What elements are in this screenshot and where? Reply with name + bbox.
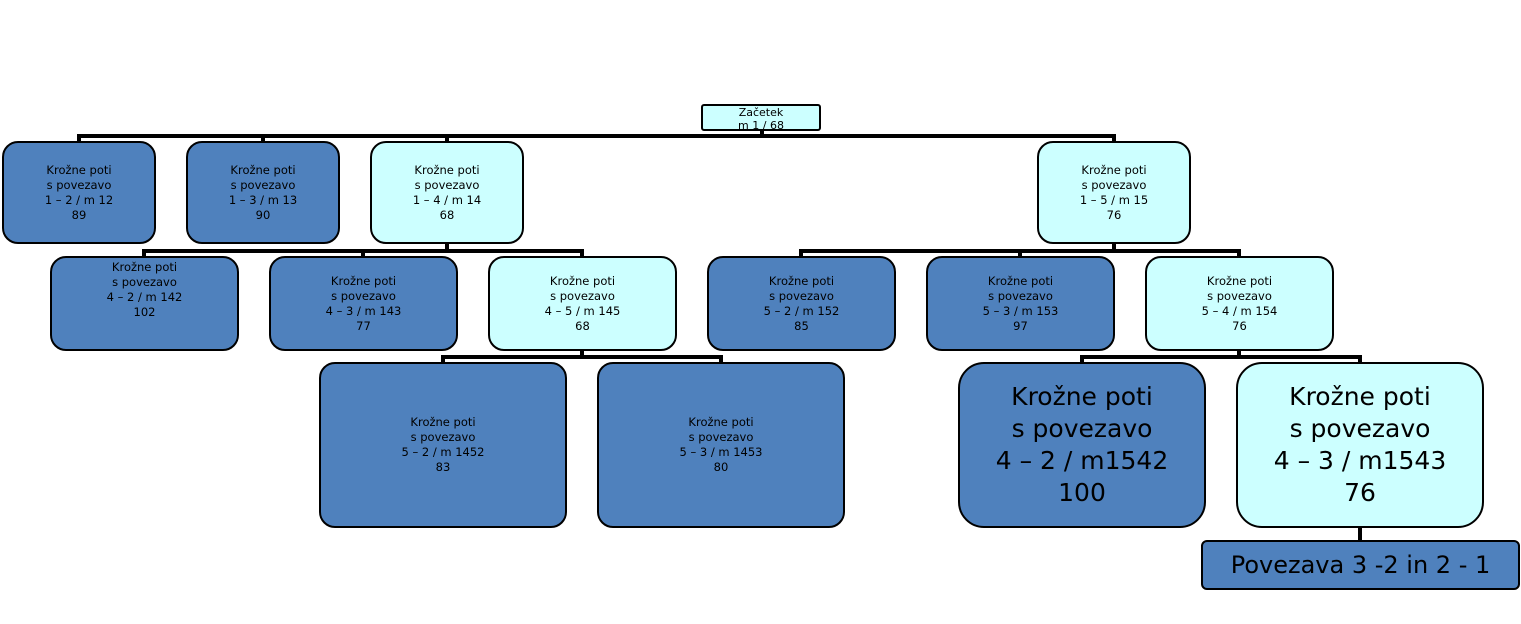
node-line: s povezavo bbox=[769, 288, 834, 303]
node-4-2: Krožne poti s povezavo 4 – 2 / m 142 102 bbox=[50, 256, 239, 351]
node-4-3: Krožne poti s povezavo 4 – 3 / m 143 77 bbox=[269, 256, 458, 351]
node-line: s povezavo bbox=[331, 288, 396, 303]
node-line: s povezavo bbox=[1011, 414, 1153, 443]
node-line: 1 – 5 / m 15 bbox=[1079, 192, 1149, 207]
note-povezava: Povezava 3 -2 in 2 - 1 bbox=[1201, 540, 1520, 590]
node-line: 102 bbox=[133, 305, 156, 319]
node-1542: Krožne poti s povezavo 4 – 2 / m1542 100 bbox=[958, 362, 1206, 528]
node-line: 1 – 3 / m 13 bbox=[228, 192, 298, 207]
node-line: 85 bbox=[794, 318, 809, 333]
node-line: Krožne poti bbox=[1206, 273, 1273, 288]
node-line: Krožne poti bbox=[1289, 382, 1431, 411]
node-line: s povezavo bbox=[1207, 288, 1272, 303]
node-line: s povezavo bbox=[410, 430, 476, 444]
node-root: Začetek m 1 / 68 bbox=[701, 104, 821, 131]
node-line: 5 – 2 / m 152 bbox=[763, 303, 840, 318]
node-line: 4 – 3 / m 143 bbox=[325, 303, 402, 318]
node-line: Krožne poti bbox=[1081, 162, 1147, 177]
node-line: 4 – 2 / m 142 bbox=[106, 290, 183, 304]
node-line: 68 bbox=[575, 318, 590, 333]
node-line: 5 – 2 / m 1452 bbox=[401, 445, 485, 459]
node-line: m 1 / 68 bbox=[738, 119, 784, 131]
node-4-5: Krožne poti s povezavo 4 – 5 / m 145 68 bbox=[488, 256, 677, 351]
node-line: 1 – 4 / m 14 bbox=[412, 192, 482, 207]
node-line: 4 – 5 / m 145 bbox=[544, 303, 621, 318]
node-line: s povezavo bbox=[1081, 177, 1147, 192]
node-line: s povezavo bbox=[230, 177, 296, 192]
node-line: 76 bbox=[1106, 207, 1122, 222]
node-line: 89 bbox=[71, 207, 87, 222]
node-line: 5 – 4 / m 154 bbox=[1201, 303, 1278, 318]
node-line: 1 – 2 / m 12 bbox=[44, 192, 114, 207]
node-line: s povezavo bbox=[550, 288, 615, 303]
node-line: 76 bbox=[1344, 478, 1376, 507]
node-5-4: Krožne poti s povezavo 5 – 4 / m 154 76 bbox=[1145, 256, 1334, 351]
node-line: Krožne poti bbox=[330, 273, 397, 288]
node-line: 68 bbox=[439, 207, 455, 222]
note-text: Povezava 3 -2 in 2 - 1 bbox=[1230, 551, 1491, 579]
node-line: s povezavo bbox=[112, 275, 177, 289]
node-5-2: Krožne poti s povezavo 5 – 2 / m 152 85 bbox=[707, 256, 896, 351]
node-line: Krožne poti bbox=[688, 415, 754, 429]
node-1452: Krožne poti s povezavo 5 – 2 / m 1452 83 bbox=[319, 362, 567, 528]
node-line: s povezavo bbox=[1289, 414, 1431, 443]
node-line: Začetek bbox=[738, 106, 784, 119]
node-line: 76 bbox=[1232, 318, 1247, 333]
node-line: 90 bbox=[255, 207, 271, 222]
node-line: Krožne poti bbox=[111, 260, 178, 274]
node-line: 100 bbox=[1058, 478, 1106, 507]
node-1-3: Krožne poti s povezavo 1 – 3 / m 13 90 bbox=[186, 141, 340, 244]
node-line: Krožne poti bbox=[230, 162, 296, 177]
node-line: Krožne poti bbox=[1011, 382, 1153, 411]
node-line: Krožne poti bbox=[414, 162, 480, 177]
node-line: Krožne poti bbox=[768, 273, 835, 288]
node-line: 4 – 3 / m1543 bbox=[1273, 446, 1447, 475]
node-line: s povezavo bbox=[988, 288, 1053, 303]
node-line: s povezavo bbox=[688, 430, 754, 444]
node-line: 80 bbox=[713, 460, 729, 474]
node-line: Krožne poti bbox=[410, 415, 476, 429]
node-line: 4 – 2 / m1542 bbox=[995, 446, 1169, 475]
node-line: 5 – 3 / m 1453 bbox=[679, 445, 763, 459]
node-1543: Krožne poti s povezavo 4 – 3 / m1543 76 bbox=[1236, 362, 1484, 528]
node-1-5: Krožne poti s povezavo 1 – 5 / m 15 76 bbox=[1037, 141, 1191, 244]
node-line: s povezavo bbox=[46, 177, 112, 192]
node-line: s povezavo bbox=[414, 177, 480, 192]
node-1-2: Krožne poti s povezavo 1 – 2 / m 12 89 bbox=[2, 141, 156, 244]
node-line: Krožne poti bbox=[549, 273, 616, 288]
node-line: 97 bbox=[1013, 318, 1028, 333]
node-line: 77 bbox=[356, 318, 371, 333]
node-5-3: Krožne poti s povezavo 5 – 3 / m 153 97 bbox=[926, 256, 1115, 351]
node-line: 5 – 3 / m 153 bbox=[982, 303, 1059, 318]
node-line: Krožne poti bbox=[987, 273, 1054, 288]
node-line: Krožne poti bbox=[46, 162, 112, 177]
node-1453: Krožne poti s povezavo 5 – 3 / m 1453 80 bbox=[597, 362, 845, 528]
node-line: 83 bbox=[435, 460, 451, 474]
node-1-4: Krožne poti s povezavo 1 – 4 / m 14 68 bbox=[370, 141, 524, 244]
